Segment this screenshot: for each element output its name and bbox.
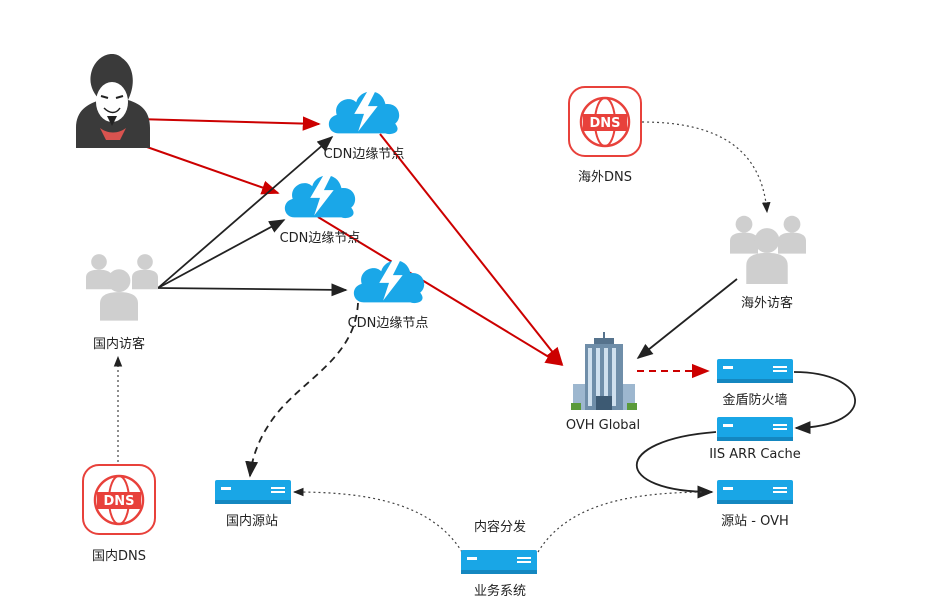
- arrow-visitors-cdn-top: [157, 135, 334, 289]
- server-icon-origin-ovh: [717, 480, 793, 504]
- cloud-icon-cdn-mid: [284, 174, 356, 219]
- building-icon-ovh: [571, 332, 637, 410]
- svg-text:DNS: DNS: [589, 116, 620, 131]
- server-icon-iis-cache: [717, 417, 793, 441]
- arrow-visitors-cdn-low: [157, 283, 348, 297]
- server-icon-firewall: [717, 359, 793, 383]
- server-icon-business-system: [461, 550, 537, 574]
- dotted-business-domestic-origin: [292, 487, 463, 553]
- label-overseas-dns: 海外DNS: [578, 170, 632, 185]
- people-icon-overseas-visitors: [730, 215, 806, 284]
- dotted-business-origin-ovh: [537, 487, 714, 553]
- arrow-iis-origin: [636, 431, 717, 499]
- label-domestic-origin: 国内源站: [225, 514, 279, 529]
- label-origin-ovh: 源站 - OVH: [721, 514, 789, 529]
- label-cdn-top: CDN边缘节点: [323, 147, 405, 162]
- hacker-icon: [76, 54, 150, 148]
- arrow-firewall-iis: [793, 371, 856, 435]
- arrow-overseas-visitors-ovh: [636, 278, 738, 360]
- dns-icon-overseas: DNS: [568, 86, 642, 157]
- attack-arrow-cdn-mid-ovh: [317, 216, 564, 366]
- attack-arrow-hacker-cdn-top: [136, 116, 321, 131]
- dns-icon-domestic: DNS: [82, 464, 156, 535]
- svg-text:DNS: DNS: [103, 494, 134, 509]
- dotted-overseas-dns-visitors: [641, 121, 771, 214]
- cloud-icon-cdn-top: [328, 90, 400, 135]
- label-content-distribution: 内容分发: [473, 520, 527, 535]
- arrow-visitors-cdn-mid: [157, 219, 286, 289]
- label-iis-cache: IIS ARR Cache: [709, 447, 801, 462]
- people-icon-domestic-visitors: [86, 254, 158, 321]
- label-domestic-dns: 国内DNS: [92, 549, 146, 564]
- cloud-icon-cdn-low: [353, 259, 425, 304]
- label-overseas-visitors: 海外访客: [740, 296, 794, 311]
- label-domestic-visitors: 国内访客: [92, 337, 146, 352]
- label-cdn-mid: CDN边缘节点: [279, 231, 361, 246]
- server-icon-domestic-origin: [215, 480, 291, 504]
- label-ovh-global: OVH Global: [565, 418, 641, 433]
- attack-arrow-hacker-cdn-mid: [146, 146, 280, 195]
- attack-arrow-cdn-top-ovh: [379, 133, 564, 366]
- label-cdn-low: CDN边缘节点: [347, 316, 429, 331]
- label-business-system: 业务系统: [473, 584, 527, 599]
- dashed-cdn-domestic-origin: [245, 302, 359, 478]
- label-firewall: 金盾防火墙: [722, 393, 788, 408]
